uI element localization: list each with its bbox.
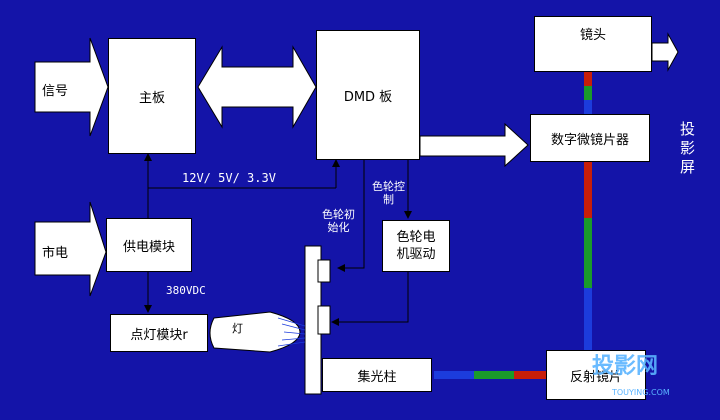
- mainboard-dmd-bidirectional-arrow: [197, 45, 317, 129]
- lens-label: 镜头: [579, 28, 606, 43]
- lamp-reflector-shape: [209, 311, 301, 353]
- dmd-board-label: DMD 板: [343, 89, 393, 105]
- color-wheel-init-label: 色轮初 始化: [322, 208, 355, 234]
- lens-output-arrow: [651, 32, 679, 72]
- reflector-box: 反射镜片: [546, 350, 646, 400]
- watermark-text: 投影网: [592, 354, 659, 379]
- dmd-to-wheel-init-line: [337, 160, 365, 272]
- mainboard-box: 主板: [108, 38, 196, 154]
- lens-box: 镜头: [534, 16, 652, 72]
- power-module-label: 供电模块: [122, 239, 175, 255]
- light-rod-label: 集光柱: [357, 369, 397, 385]
- lamp-module-label: 点灯模块r: [130, 327, 188, 343]
- dc-380-label: 380VDC: [166, 284, 206, 297]
- color-wheel-control-label: 色轮控 制: [372, 180, 405, 206]
- mainboard-label: 主板: [138, 90, 165, 106]
- light-rod-box: 集光柱: [322, 358, 432, 392]
- power-module-box: 供电模块: [106, 218, 192, 272]
- color-wheel-driver-box: 色轮电 机驱动: [382, 220, 450, 272]
- signal-label: 信号: [42, 84, 69, 99]
- vertical-color-beam: [584, 72, 592, 352]
- dmd-chip-label: 数字微镜片器: [550, 132, 629, 148]
- color-wheel-driver-label: 色轮电 机驱动: [396, 230, 436, 262]
- dmd-to-chip-arrow: [419, 122, 529, 168]
- horizontal-color-beam: [434, 371, 548, 379]
- projection-screen-label: 投 影 屏: [680, 120, 696, 176]
- color-wheel-sensor-bottom: [317, 305, 331, 335]
- lamp-label: 灯: [232, 322, 243, 335]
- dmd-chip-box: 数字微镜片器: [530, 114, 650, 162]
- color-wheel-sensor-top: [317, 259, 331, 283]
- watermark-subtext: TOUYING.COM: [612, 388, 670, 397]
- reflector-label: 反射镜片: [569, 369, 622, 385]
- mains-input-arrow: [34, 201, 107, 297]
- voltages-label: 12V/ 5V/ 3.3V: [182, 171, 276, 185]
- dmd-board-box: DMD 板: [316, 30, 420, 160]
- lamp-module-box: 点灯模块r: [110, 314, 208, 352]
- signal-input-arrow: [34, 37, 109, 137]
- lamp-light-rays: [277, 317, 306, 347]
- mains-label: 市电: [42, 246, 69, 261]
- wheel-driver-to-wheel-line: [331, 272, 409, 326]
